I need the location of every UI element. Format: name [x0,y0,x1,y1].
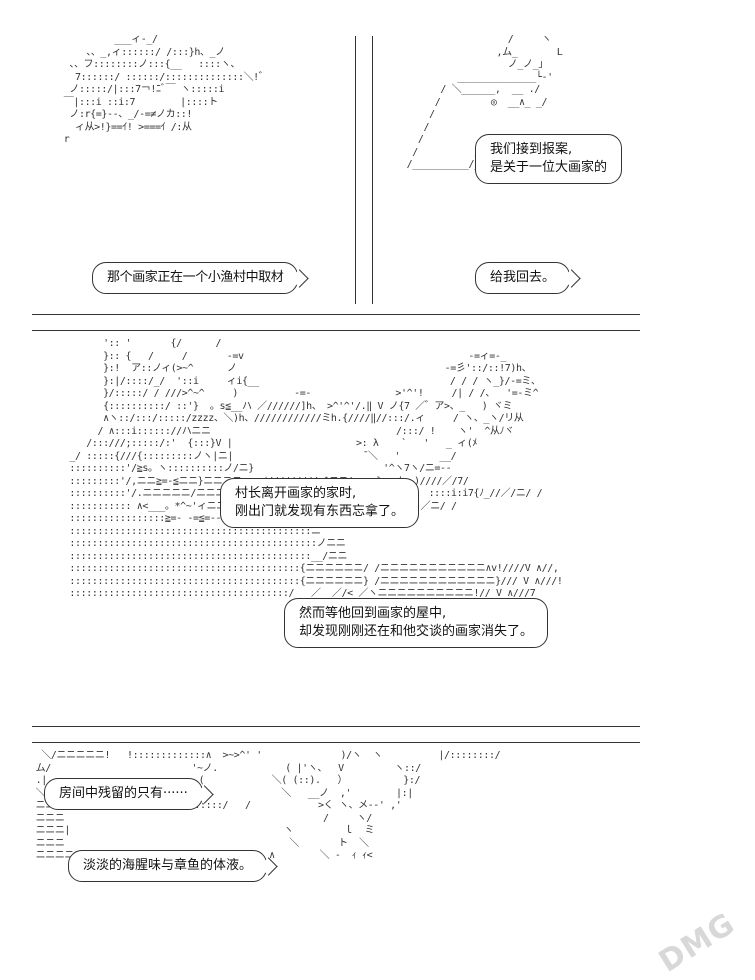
comic-page: ___ィ-_/ 、、_,ィ::::::/ /:::}h、_ノ 、、フ::::::… [0,0,755,946]
panel-divider [372,36,373,304]
panel-3: ':: ' {/ / }:: { / / -=v -=ィ=-_ }:! ア::ノ… [30,336,645,721]
bubble-text-line: 是关于一位大画家的 [490,160,608,175]
speech-bubble-4: 村长离开画家的家时, 刚出门就发现有东西忘拿了。 [220,478,420,528]
ascii-art-figure: ___ィ-_/ 、、_,ィ::::::/ /:::}h、_ノ 、、フ::::::… [30,34,299,294]
speech-bubble-6: 房间中残留的只有······ [44,778,203,810]
bubble-text-line: 村长离开画家的家时, [235,486,357,501]
panel-divider [32,314,640,315]
speech-bubble-7: 淡淡的海腥味与章鱼的体液。 [68,850,268,882]
speech-bubble-1: 那个画家正在一个小渔村中取材 [92,262,299,294]
panel-divider [32,742,640,743]
bubble-text-line: 刚出门就发现有东西忘拿了。 [235,504,405,519]
panel-4: ＼/ニニニニニ! !:::::::::::::∧ >~>^' ' )/ヽ ヽ |… [30,748,645,938]
bubble-text-line: 那个画家正在一个小渔村中取材 [107,270,284,285]
panel-divider [355,36,356,304]
panel-2: / ヽ ,ム_ L ノ_ノ_」 ______________└-' / ＼___… [385,30,645,305]
bubble-text-line: 却发现刚刚还在和他交谈的画家消失了。 [299,624,534,639]
ascii-art-phone: / ヽ ,ム_ L ノ_ノ_」 ______________└-' / ＼___… [407,34,563,170]
panel-divider [32,330,640,331]
bubble-text-line: 然而等他回到画家的屋中, [299,606,447,621]
speech-bubble-2: 我们接到报案, 是关于一位大画家的 [475,134,623,184]
panel-divider [32,726,640,727]
ascii-art-scene: ':: ' {/ / }:: { / / -=v -=ィ=-_ }:! ア::ノ… [69,338,563,599]
speech-bubble-3: 给我回去。 [475,262,571,294]
watermark-logo: DMG [652,906,741,980]
bubble-text-line: 房间中残留的只有······ [59,786,188,801]
bubble-text-line: 给我回去。 [490,270,556,285]
bubble-text-line: 我们接到报案, [490,142,573,157]
panel-1: ___ィ-_/ 、、_,ィ::::::/ /:::}h、_ノ 、、フ::::::… [30,30,360,305]
speech-bubble-5: 然而等他回到画家的屋中, 却发现刚刚还在和他交谈的画家消失了。 [284,598,549,648]
bubble-text-line: 淡淡的海腥味与章鱼的体液。 [83,858,253,873]
